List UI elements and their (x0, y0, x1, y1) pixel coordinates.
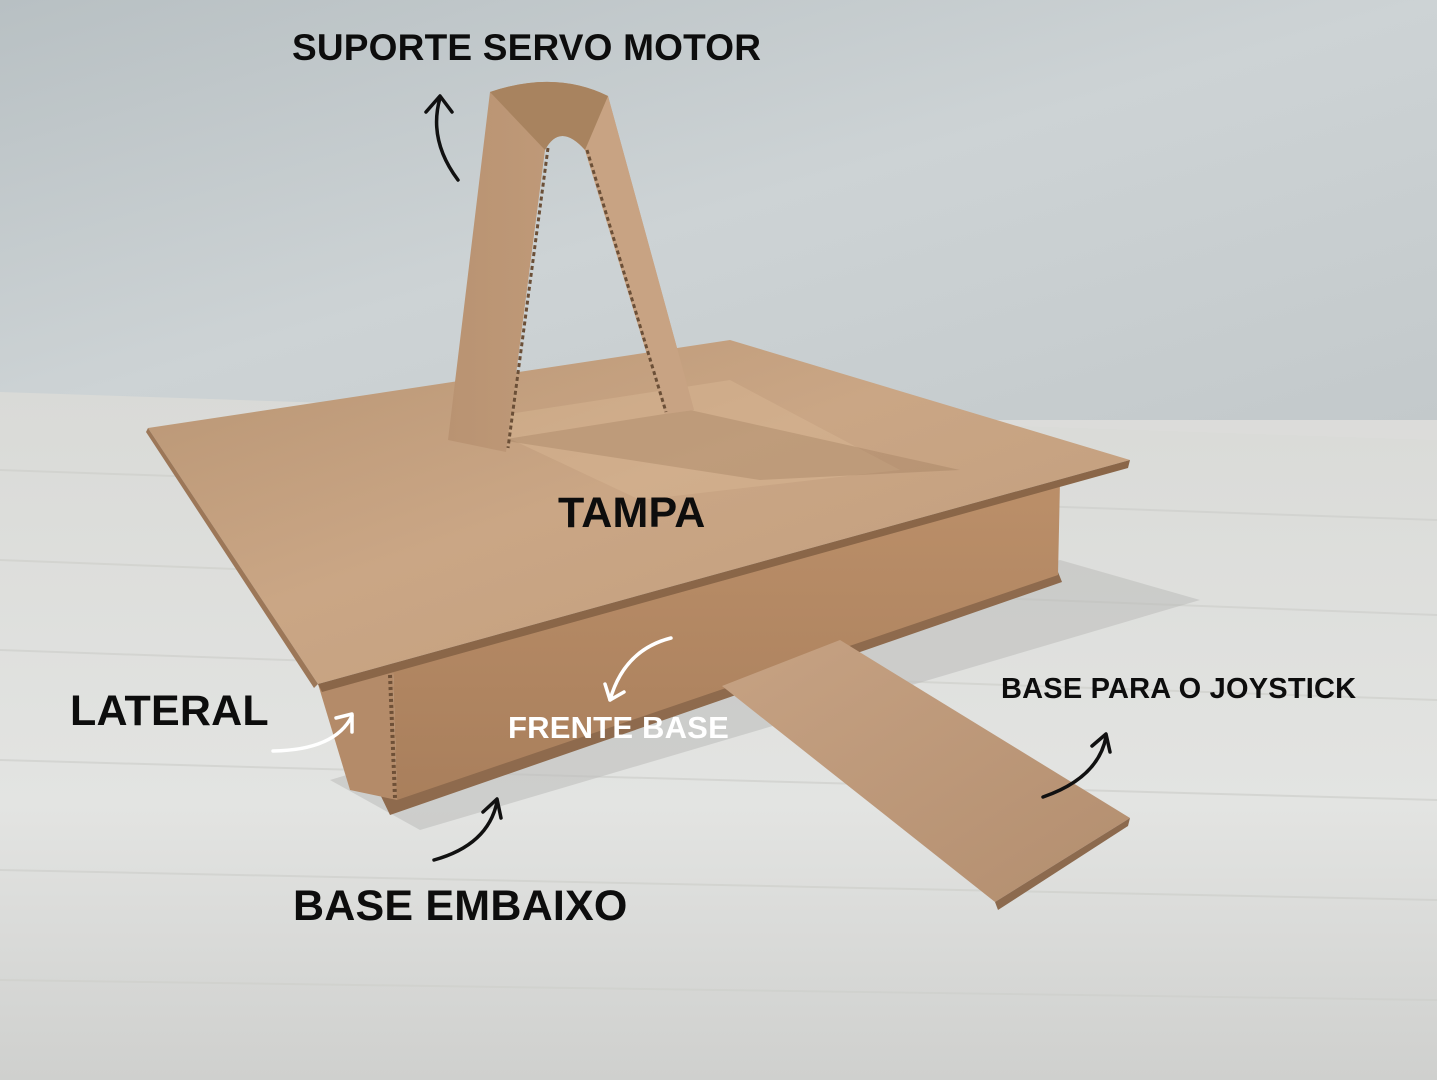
arrow-joystick (1041, 735, 1108, 799)
label-suporte-servo-motor: SUPORTE SERVO MOTOR (292, 27, 762, 68)
label-base-embaixo: BASE EMBAIXO (293, 882, 628, 930)
label-base-para-joystick: BASE PARA O JOYSTICK (1001, 673, 1357, 705)
label-lateral: LATERAL (70, 687, 269, 735)
label-frente-base: FRENTE BASE (508, 710, 729, 745)
arrow-suporte (434, 96, 460, 182)
arrow-base-embaixo (432, 800, 499, 862)
arrow-frente (608, 636, 673, 702)
arrow-lateral (271, 714, 354, 753)
label-tampa: TAMPA (558, 489, 706, 537)
